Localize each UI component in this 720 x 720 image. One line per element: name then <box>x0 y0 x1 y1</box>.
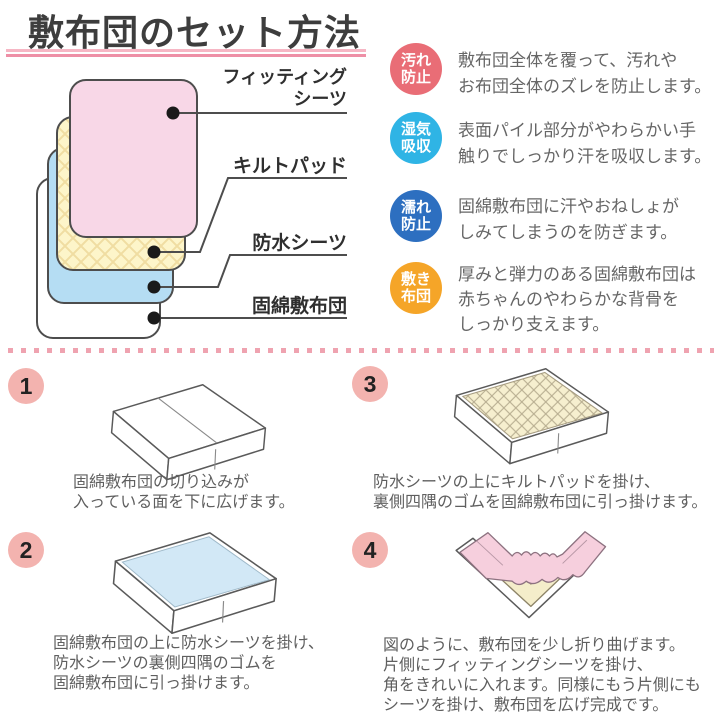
badge-wetness-prevention: 濡れ 防止 <box>390 190 442 242</box>
step-number-2: 2 <box>8 532 44 568</box>
step-number-3: 3 <box>352 366 388 402</box>
layer-fitting-pink-rect <box>69 79 198 238</box>
title-underline-bottom <box>6 54 366 57</box>
step4-caption: 図のように、敷布団を少し折り曲げます。 片側にフィッティングシーツを掛け、 角を… <box>383 637 701 714</box>
step1-futon-illustration <box>110 384 267 481</box>
layer-label-fitting-sheet: フィッティング シーツ <box>222 67 347 109</box>
step3-futon-illustration <box>453 368 610 465</box>
label-connector-lines <box>147 106 347 325</box>
step1-caption: 固綿敷布団の切り込みが 入っている面を下に広げます。 <box>73 474 295 511</box>
layer-label-waterproof-sheet: 防水シーツ <box>252 233 347 254</box>
feature-desc-stain-prevention: 敷布団全体を覆って、汚れや お布団全体のズレを防止します。 <box>458 51 712 96</box>
layer-label-quilt-pad: キルトパッド <box>232 156 347 177</box>
step-number-1: 1 <box>8 368 44 404</box>
feature-desc-moisture-absorption: 表面パイル部分がやわらかい手 触りでしっかり汗を吸収します。 <box>458 121 712 166</box>
step2-futon-illustration <box>112 532 277 634</box>
step-number-4: 4 <box>352 532 388 568</box>
futon-layers-diagram <box>36 79 347 339</box>
badge-moisture-absorption: 湿気 吸収 <box>390 112 442 164</box>
step4-folded-futon-illustration <box>455 531 607 619</box>
feature-desc-wetness-prevention: 固綿敷布団に汗やおねしょが しみてしまうのを防ぎます。 <box>458 197 679 242</box>
feature-desc-shiki-futon: 厚みと弾力のある固綿敷布団は 赤ちゃんのやわらかな背骨を しっかり支えます。 <box>458 265 696 334</box>
title-underline-top <box>6 49 366 52</box>
step2-caption: 固綿敷布団の上に防水シーツを掛け、 防水シーツの裏側四隅のゴムを 固綿敷布団に引… <box>53 635 324 692</box>
layer-label-firm-cotton-futon: 固綿敷布団 <box>251 296 347 317</box>
step3-caption: 防水シーツの上にキルトパッドを掛け、 裏側四隅のゴムを固綿敷布団に引っ掛けます。 <box>373 474 708 511</box>
badge-shiki-futon: 敷き 布団 <box>390 262 442 314</box>
page-title: 敷布団のセット方法 <box>28 12 362 53</box>
dashed-divider <box>8 348 714 353</box>
badge-stain-prevention: 汚れ 防止 <box>390 43 442 95</box>
